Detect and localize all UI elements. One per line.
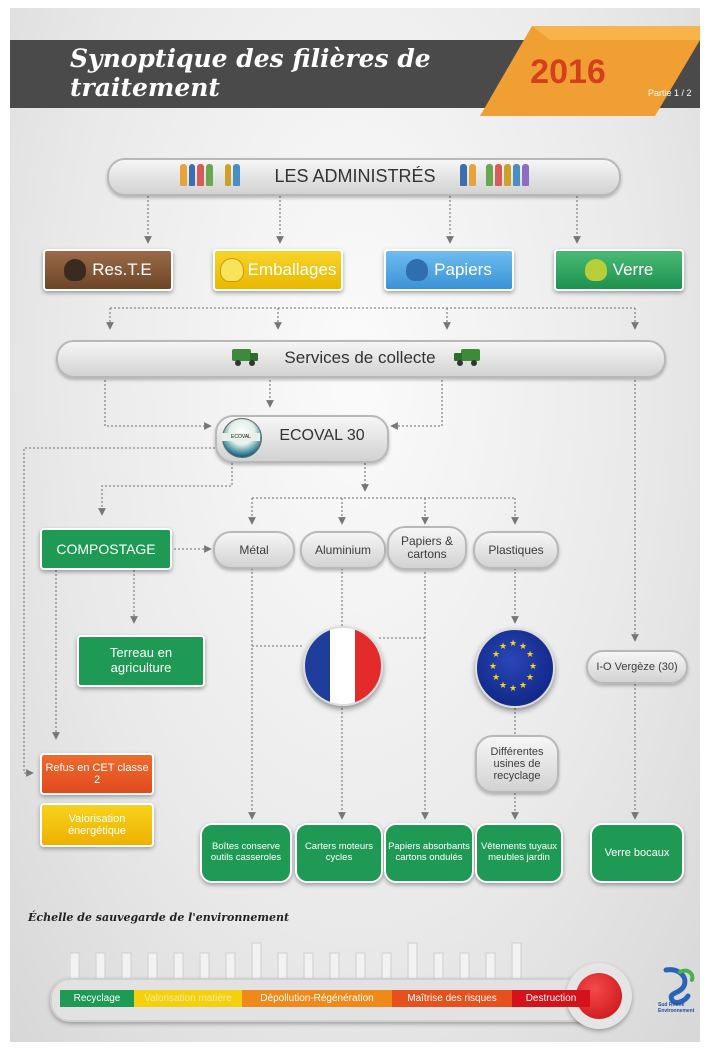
compostage-label: COMPOSTAGE	[56, 540, 156, 557]
output-aluminium-label: Carters moteurs cycles	[304, 841, 374, 863]
bin-rest-label: Res.T.E	[92, 260, 152, 279]
people-right-icon	[460, 164, 550, 188]
flow-connectors	[23, 196, 639, 820]
svg-text:★: ★	[519, 641, 527, 651]
bin-papiers: Papiers	[384, 249, 514, 291]
bag-icon	[64, 259, 87, 281]
output-metal: Boîtes conserve outils casseroles	[200, 823, 292, 883]
part-label: Partie 1 / 2	[648, 88, 692, 98]
valorisation-label: Valorisation énergétique	[67, 812, 127, 837]
year-label: 2016	[530, 52, 606, 91]
svg-text:★: ★	[492, 672, 500, 682]
bag-icon	[406, 259, 429, 281]
administres-label: LES ADMINISTRÉS	[274, 165, 436, 186]
valorisation-box: Valorisation énergétique	[40, 803, 154, 847]
refus-box: Refus en CET classe 2	[40, 753, 154, 795]
output-metal-label: Boîtes conserve outils casseroles	[210, 841, 282, 863]
france-flag-icon	[303, 626, 383, 706]
output-papiers: Papiers absorbants cartons ondulés	[384, 823, 474, 883]
material-metal: Métal	[213, 531, 295, 569]
scale-title: Échelle de sauvegarde de l'environnement	[28, 911, 290, 924]
output-verre-label: Verre bocaux	[604, 846, 670, 859]
svg-text:★: ★	[509, 683, 517, 693]
bag-icon	[584, 259, 607, 281]
scale-segment-destruction: Destruction	[512, 990, 590, 1007]
collecte-label: Services de collecte	[284, 348, 436, 367]
svg-text:★: ★	[519, 680, 527, 690]
sud-rhone-logo	[663, 967, 695, 1005]
svg-text:★: ★	[509, 638, 517, 648]
material-aluminium: Aluminium	[300, 531, 386, 569]
vergeze-box: I-O Vergèze (30)	[586, 650, 688, 684]
scale-segment-recyclage: Recyclage	[60, 990, 134, 1007]
scale-segment-maitrise: Maîtrise des risques	[392, 990, 512, 1007]
output-aluminium: Carters moteurs cycles	[295, 823, 383, 883]
material-metal-label: Métal	[239, 542, 269, 557]
compostage-box: COMPOSTAGE	[40, 528, 172, 570]
material-plastiques: Plastiques	[473, 531, 559, 569]
output-plastiques: Vêtements tuyaux meubles jardin	[475, 823, 563, 883]
usines-label: Différentes usines de recyclage	[490, 745, 544, 783]
year-tab	[480, 26, 700, 116]
bin-verre-label: Verre	[612, 260, 654, 279]
ecoval-label: ECOVAL 30	[279, 427, 365, 444]
svg-text:★: ★	[492, 649, 500, 659]
bag-icon	[219, 258, 244, 282]
bin-emballages: Emballages	[213, 249, 343, 291]
output-plastiques-label: Vêtements tuyaux meubles jardin	[480, 841, 558, 863]
usines-box: Différentes usines de recyclage	[475, 735, 559, 793]
refus-label: Refus en CET classe 2	[45, 761, 149, 786]
bin-rest: Res.T.E	[43, 249, 173, 291]
terreau-box: Terreau en agriculture	[77, 635, 205, 687]
svg-text:★: ★	[489, 661, 497, 671]
poster: Synoptique des filières de traitement 20…	[10, 8, 700, 1042]
output-papiers-label: Papiers absorbants cartons ondulés	[388, 841, 470, 863]
material-papiers: Papiers & cartons	[387, 526, 467, 570]
scale-ticks	[70, 942, 522, 981]
output-verre: Verre bocaux	[590, 823, 684, 883]
truck-icon	[232, 349, 258, 366]
bin-emballages-label: Emballages	[247, 260, 337, 279]
scale-bar: Recyclage Valorisation matière Dépolluti…	[60, 990, 590, 1007]
svg-text:★: ★	[499, 680, 507, 690]
material-plastiques-label: Plastiques	[488, 542, 544, 557]
eu-flag-icon	[475, 628, 555, 708]
vergeze-label: I-O Vergèze (30)	[596, 661, 678, 673]
page-title: Synoptique des filières de traitement	[70, 44, 431, 102]
bin-verre: Verre	[554, 249, 684, 291]
collecte-bar	[56, 340, 666, 378]
people-left-icon	[180, 164, 241, 188]
svg-text:★: ★	[526, 649, 534, 659]
scale-segment-valorisation: Valorisation matière	[134, 990, 242, 1007]
logo-text: Sud Rhône Environnement	[658, 1002, 695, 1014]
eu-stars-icon: ★★★ ★★★ ★★★ ★★★	[489, 638, 537, 693]
svg-text:★: ★	[499, 641, 507, 651]
svg-text:★: ★	[526, 672, 534, 682]
ecoval-logo-text: ECOVAL	[222, 433, 260, 441]
svg-text:★: ★	[529, 661, 537, 671]
material-aluminium-label: Aluminium	[314, 542, 371, 557]
material-papiers-label: Papiers & cartons	[400, 534, 454, 561]
truck-icon	[454, 349, 480, 366]
terreau-label: Terreau en agriculture	[109, 645, 173, 675]
scale-segment-depollution: Dépollution-Régénération	[242, 990, 392, 1007]
bin-papiers-label: Papiers	[434, 260, 492, 279]
